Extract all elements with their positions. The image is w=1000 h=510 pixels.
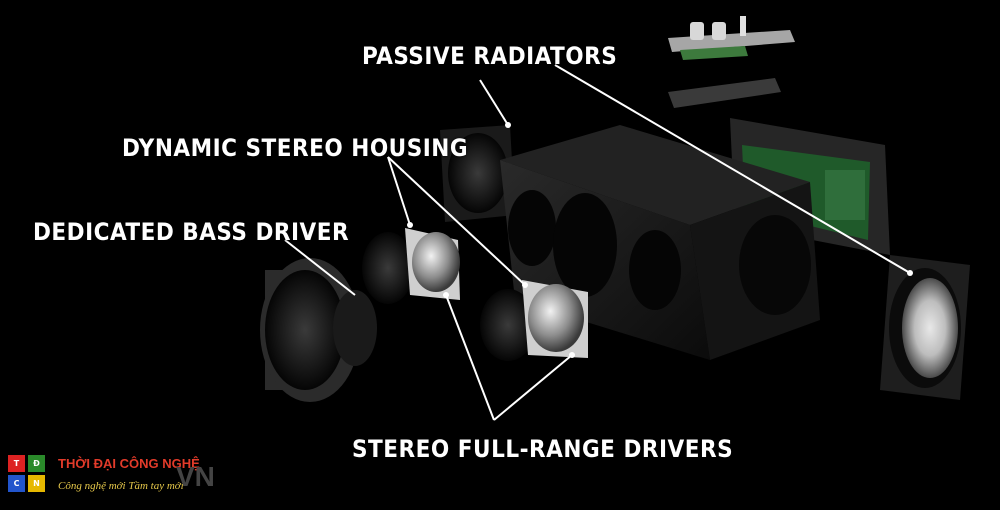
logo-cell-1: T — [8, 455, 25, 472]
label-stereo-full-range-drivers: STEREO FULL-RANGE DRIVERS — [352, 435, 734, 463]
label-passive-radiators: PASSIVE RADIATORS — [362, 42, 618, 70]
logo-cell-4: N — [28, 475, 45, 492]
logo-cell-2: Đ — [28, 455, 45, 472]
leader-dots — [407, 122, 913, 358]
passive-radiator-rear — [440, 125, 515, 222]
enclosure — [500, 125, 820, 360]
logo-cell-3: C — [8, 475, 25, 492]
stereo-driver-left — [362, 228, 460, 304]
label-dedicated-bass-driver: DEDICATED BASS DRIVER — [33, 218, 350, 246]
watermark-name: THỜI ĐẠI CÔNG NGHỆ — [58, 456, 200, 471]
control-board — [668, 16, 795, 60]
leader-lines — [284, 64, 911, 421]
watermark-suffix: VN — [176, 461, 215, 492]
stereo-driver-right — [480, 280, 588, 361]
bass-driver — [260, 258, 377, 402]
watermark-slogan: Công nghệ mới Tầm tay mới — [58, 480, 184, 492]
watermark-logo: T Đ C N THỜI ĐẠI CÔNG NGHỆ Công nghệ mới… — [8, 455, 215, 503]
mount-bracket — [668, 78, 781, 108]
label-dynamic-stereo-housing: DYNAMIC STEREO HOUSING — [122, 134, 469, 162]
passive-radiator-front — [880, 255, 970, 400]
